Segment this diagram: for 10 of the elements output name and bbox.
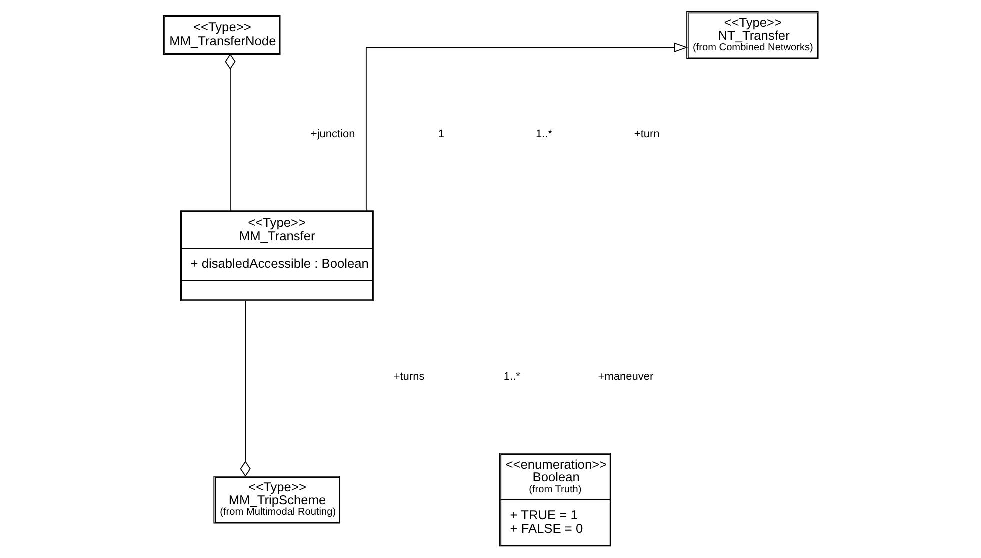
label: 1 (438, 128, 444, 141)
label: +maneuver (598, 371, 654, 384)
label: 1..* (535, 128, 552, 141)
label: 1..* (503, 371, 520, 384)
label: +turn (634, 128, 660, 141)
label: +junction (310, 128, 355, 141)
arrow (365, 42, 688, 212)
connector (240, 300, 250, 477)
label: +turns (393, 371, 424, 384)
connector (224, 54, 236, 212)
